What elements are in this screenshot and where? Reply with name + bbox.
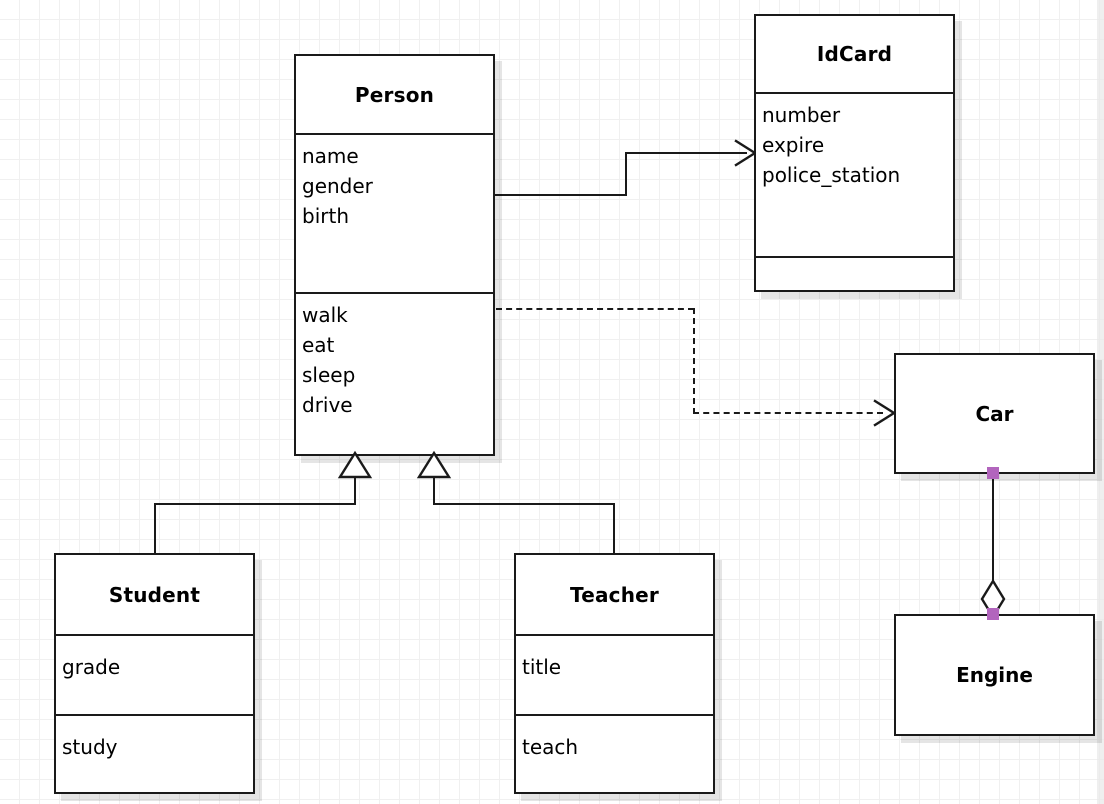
class-name-teacher: Teacher — [570, 582, 659, 607]
method-item: walk — [302, 303, 348, 327]
methods-teacher: teach — [516, 714, 713, 792]
generalization-teacher-segment-2[interactable] — [433, 503, 615, 505]
attributes-student: grade — [56, 634, 253, 714]
generalization-teacher-segment-3[interactable] — [433, 475, 435, 505]
attribute-item: expire — [762, 133, 825, 157]
method-item: teach — [522, 735, 579, 759]
class-box-car[interactable]: Car — [894, 353, 1095, 474]
class-box-student[interactable]: Student grade study — [54, 553, 255, 794]
dependency-open-arrowhead-icon — [873, 399, 897, 427]
class-name-car: Car — [975, 401, 1014, 426]
attribute-item: title — [522, 655, 562, 679]
aggregation-car-engine-segment[interactable] — [992, 472, 994, 585]
generalization-student-segment-3[interactable] — [354, 475, 356, 505]
methods-person: walk eat sleep drive — [296, 292, 493, 456]
attribute-item: number — [762, 103, 841, 127]
method-item: drive — [302, 393, 353, 417]
dependency-person-car-segment-1[interactable] — [496, 308, 694, 310]
connection-handle-car[interactable] — [987, 467, 999, 479]
attribute-item: name — [302, 144, 359, 168]
connection-handle-engine[interactable] — [987, 608, 999, 620]
class-name-person: Person — [354, 82, 435, 107]
generalization-student-segment-2[interactable] — [154, 503, 356, 505]
association-person-idcard-segment-3[interactable] — [625, 152, 747, 154]
association-person-idcard-segment-2[interactable] — [625, 152, 627, 196]
attribute-item: grade — [62, 655, 121, 679]
method-item: eat — [302, 333, 335, 357]
attributes-person: name gender birth — [296, 133, 493, 292]
generalization-student-segment-1[interactable] — [154, 503, 156, 555]
class-box-engine[interactable]: Engine — [894, 614, 1095, 736]
methods-idcard — [756, 256, 953, 290]
method-item: sleep — [302, 363, 356, 387]
dependency-person-car-segment-3[interactable] — [693, 412, 883, 414]
attribute-item: birth — [302, 204, 349, 228]
class-box-teacher[interactable]: Teacher title teach — [514, 553, 715, 794]
attributes-teacher: title — [516, 634, 713, 714]
attributes-idcard: number expire police_station — [756, 92, 953, 256]
attribute-item: gender — [302, 174, 373, 198]
right-edge-strip — [1097, 0, 1104, 804]
class-box-idcard[interactable]: IdCard number expire police_station — [754, 14, 955, 292]
class-name-student: Student — [108, 582, 201, 607]
association-person-idcard-segment-1[interactable] — [494, 194, 627, 196]
method-item: study — [62, 735, 118, 759]
generalization-hollow-triangle-teacher-icon — [416, 450, 452, 479]
class-name-engine: Engine — [956, 663, 1033, 687]
methods-student: study — [56, 714, 253, 792]
generalization-teacher-segment-1[interactable] — [613, 503, 615, 555]
generalization-hollow-triangle-student-icon — [337, 450, 373, 479]
attribute-item: police_station — [762, 163, 901, 187]
class-name-idcard: IdCard — [816, 42, 893, 66]
dependency-person-car-segment-2[interactable] — [693, 308, 695, 414]
class-box-person[interactable]: Person name gender birth walk eat sleep … — [294, 54, 495, 456]
